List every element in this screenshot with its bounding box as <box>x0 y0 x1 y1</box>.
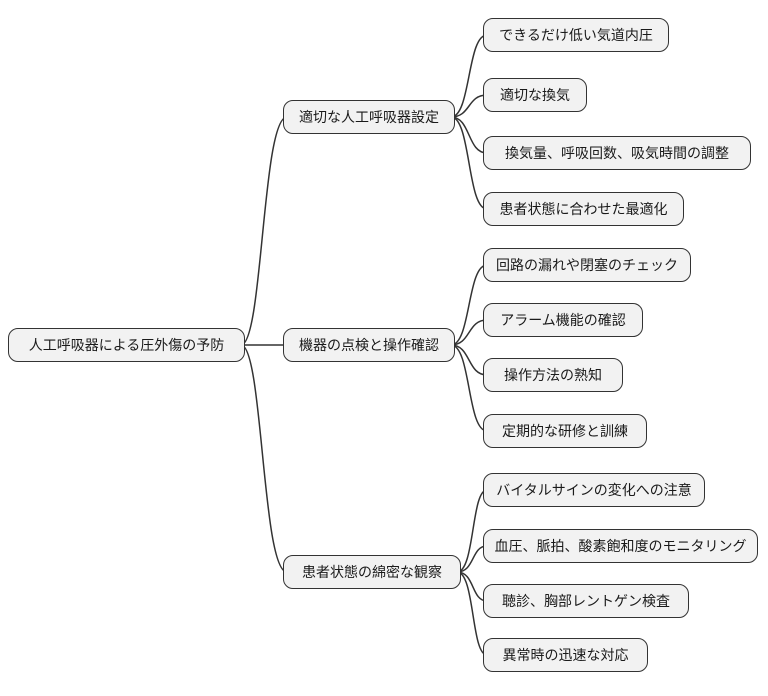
branch-node-2: 機器の点検と操作確認 <box>283 328 455 362</box>
edge-branch2-leaf3 <box>450 344 488 376</box>
leaf-node-2-2: アラーム機能の確認 <box>483 303 643 337</box>
leaf-node-3-4: 異常時の迅速な対応 <box>483 638 648 672</box>
leaf-node-1-4: 患者状態に合わせた最適化 <box>483 192 684 226</box>
edge-branch2-leaf2 <box>450 319 488 346</box>
leaf-node-3-1: バイタルサインの変化への注意 <box>483 473 705 507</box>
leaf-node-1-3: 換気量、呼吸回数、吸気時間の調整 <box>483 136 751 170</box>
edge-root-branch3 <box>240 344 288 573</box>
branch-node-1: 適切な人工呼吸器設定 <box>283 100 455 134</box>
edge-branch1-leaf1 <box>450 34 488 118</box>
branch-node-3: 患者状態の綿密な観察 <box>283 555 461 589</box>
leaf-node-2-4: 定期的な研修と訓練 <box>483 414 647 448</box>
edge-branch2-leaf1 <box>450 264 488 346</box>
leaf-node-3-3: 聴診、胸部レントゲン検査 <box>483 584 689 618</box>
leaf-node-2-1: 回路の漏れや閉塞のチェック <box>483 248 691 282</box>
edge-branch2-leaf4 <box>450 344 488 432</box>
edge-root-branch1 <box>240 116 288 346</box>
leaf-node-1-2: 適切な換気 <box>483 78 587 112</box>
edge-branch3-leaf1 <box>456 489 488 573</box>
leaf-node-1-1: できるだけ低い気道内圧 <box>483 18 669 52</box>
edge-branch3-leaf4 <box>456 571 488 656</box>
leaf-node-2-3: 操作方法の熟知 <box>483 358 623 392</box>
edge-branch1-leaf4 <box>450 116 488 210</box>
edge-branch1-leaf3 <box>450 116 488 154</box>
edge-branch1-leaf2 <box>450 94 488 118</box>
leaf-node-3-2: 血圧、脈拍、酸素飽和度のモニタリング <box>483 529 758 563</box>
mindmap-root-node: 人工呼吸器による圧外傷の予防 <box>8 328 245 362</box>
